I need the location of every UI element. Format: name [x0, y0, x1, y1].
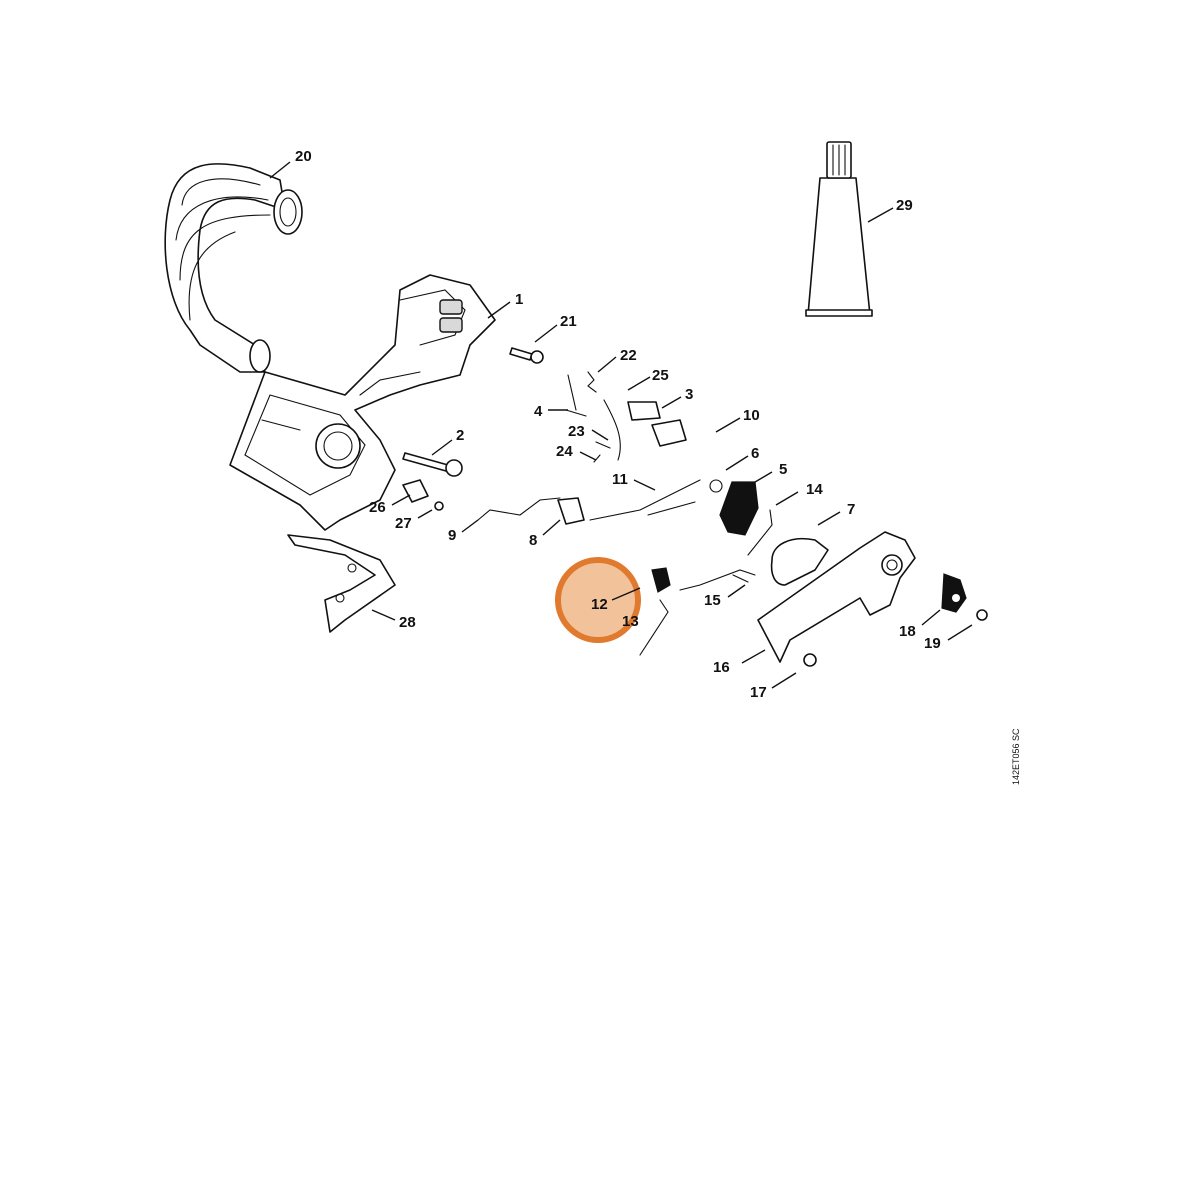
part-27-screw	[434, 501, 444, 511]
callout-10[interactable]: 10	[743, 407, 760, 424]
callout-8[interactable]: 8	[529, 532, 537, 549]
part-18-cap	[941, 573, 967, 613]
callout-3[interactable]: 3	[685, 386, 693, 403]
callout-19[interactable]: 19	[924, 635, 941, 652]
diagram-code: 142ET056 SC	[1011, 728, 1021, 785]
part-29-grease-tube	[805, 141, 873, 317]
part-26-clip	[402, 479, 429, 503]
part-19-screw	[976, 609, 988, 621]
callout-12[interactable]: 12	[591, 596, 608, 613]
callout-7[interactable]: 7	[847, 501, 855, 518]
part-3-switch	[627, 401, 661, 421]
part-22-spring	[587, 371, 597, 393]
callout-22[interactable]: 22	[620, 347, 637, 364]
part-15-rod	[679, 569, 756, 591]
callout-15[interactable]: 15	[704, 592, 721, 609]
callout-25[interactable]: 25	[652, 367, 669, 384]
callout-26[interactable]: 26	[369, 499, 386, 516]
highlight-circle[interactable]	[555, 557, 641, 643]
part-14-rod	[747, 509, 773, 556]
part-6-spring	[709, 479, 723, 493]
callout-29[interactable]: 29	[896, 197, 913, 214]
callout-4[interactable]: 4	[534, 403, 543, 420]
callout-9[interactable]: 9	[448, 527, 456, 544]
part-9-rod	[477, 497, 561, 521]
part-17-screw	[803, 653, 817, 667]
part-2-bolt	[402, 452, 463, 477]
callout-17[interactable]: 17	[750, 684, 767, 701]
callout-13[interactable]: 13	[622, 613, 639, 630]
leader-lines	[269, 161, 973, 689]
callout-11[interactable]: 11	[612, 471, 628, 488]
callout-1[interactable]: 1	[515, 291, 523, 308]
callout-5[interactable]: 5	[779, 461, 787, 478]
part-11-throttle-rod	[589, 479, 701, 521]
part-4-lever	[565, 374, 587, 417]
callout-21[interactable]: 21	[560, 313, 577, 330]
part-25-cable	[603, 399, 621, 461]
part-20-handle-bar	[164, 163, 303, 373]
part-23-pin	[595, 441, 611, 449]
part-7-lockout	[770, 538, 829, 586]
callout-16[interactable]: 16	[713, 659, 730, 676]
part-8-interlock	[557, 497, 585, 525]
part-12-throttle-lever	[651, 567, 671, 593]
part-24-wire	[593, 454, 601, 463]
callout-6[interactable]: 6	[751, 445, 759, 462]
part-5-throttle-trigger	[719, 481, 759, 536]
callout-18[interactable]: 18	[899, 623, 916, 640]
part-16-support	[757, 531, 916, 663]
part-1-handle-housing	[229, 274, 496, 531]
callout-20[interactable]: 20	[295, 148, 312, 165]
part-13-rod	[639, 599, 669, 656]
part-21-screw	[509, 347, 544, 364]
callout-28[interactable]: 28	[399, 614, 416, 631]
callout-14[interactable]: 14	[806, 481, 823, 498]
part-10-contact	[651, 419, 687, 447]
callout-23[interactable]: 23	[568, 423, 585, 440]
callout-24[interactable]: 24	[556, 443, 573, 460]
callout-labels: 20 29 1 21 22 25 3 4 10 23 2 24 6 11 5 1…	[295, 148, 941, 701]
callout-2[interactable]: 2	[456, 427, 464, 444]
callout-27[interactable]: 27	[395, 515, 412, 532]
part-28-cover-plate	[287, 534, 396, 633]
